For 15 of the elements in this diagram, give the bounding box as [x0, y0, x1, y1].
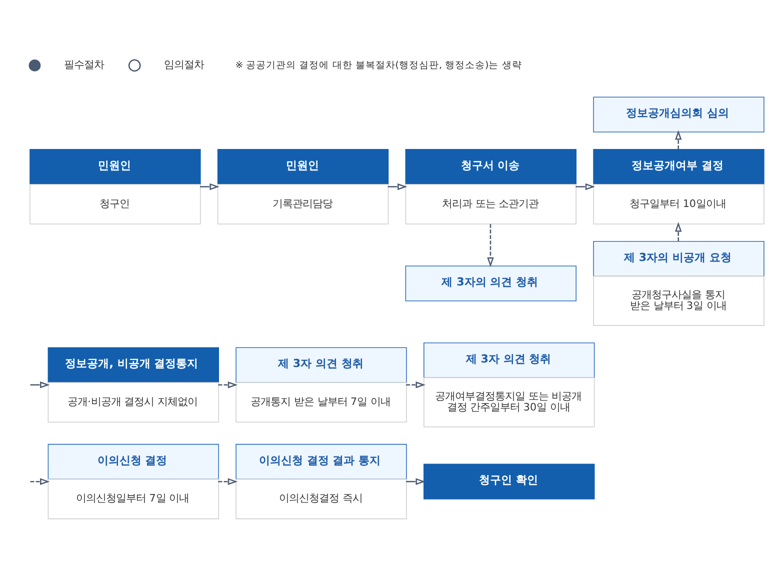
arrow — [388, 183, 408, 190]
arrow — [218, 478, 238, 485]
arrow — [218, 381, 238, 388]
arrow — [487, 224, 494, 268]
arrow — [406, 381, 426, 388]
label: ※ 공공기관의 결정에 대한 불복절차(행정심판, 행정소송)는 생략 — [235, 60, 522, 71]
arrow — [30, 381, 50, 388]
arrow — [200, 183, 220, 190]
arrow — [406, 478, 426, 485]
arrow — [674, 130, 682, 150]
arrow — [576, 183, 596, 190]
legend-label: 임의절차 — [164, 59, 204, 72]
arrow — [30, 478, 50, 485]
legend-label: 필수절차 — [64, 59, 104, 72]
arrow — [674, 222, 682, 242]
